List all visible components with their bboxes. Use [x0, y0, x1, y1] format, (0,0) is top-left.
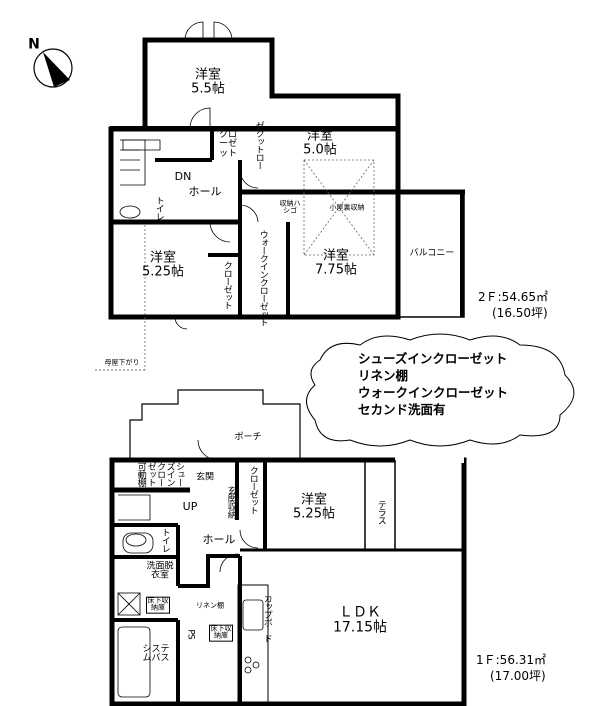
balcony [397, 191, 465, 318]
ladder-storage: 収納ハシゴ [279, 199, 301, 215]
terrace-label: テラス [375, 500, 386, 524]
floor2-area: 2Ｆ:54.65㎡(16.50坪) [478, 290, 548, 321]
toilet-2f: トイレ [153, 196, 164, 220]
movable-shelf: 可動棚 [135, 462, 146, 486]
area-tsubo: (17.00坪) [490, 668, 546, 683]
balcony-label: バルコニー [409, 248, 455, 259]
area-sqm: 1Ｆ:56.31㎡ [476, 653, 547, 667]
hall-1f: ホール [202, 533, 236, 547]
roof-below-label: 母屋下がり [104, 358, 140, 367]
shoes-in-closet: シューズインクローゼット [145, 462, 184, 486]
callout-line: セカンド洗面有 [358, 402, 446, 417]
closet-2f-3: クローゼット [221, 261, 232, 309]
room-name: 洋室 [322, 248, 350, 264]
callout-cloud [306, 333, 575, 447]
callout-line: ウォークインクローゼット [358, 385, 509, 400]
callout-features: シューズインクローゼットリネン棚ウォークインクローゼットセカンド洗面有 [358, 350, 508, 418]
room-size: 5.25帖 [293, 506, 335, 521]
entrance-label: 玄関 [195, 472, 215, 483]
attic-marks [144, 159, 375, 370]
callout-line: シューズインクローゼット [358, 351, 508, 366]
stairs-2f [120, 139, 146, 186]
area-tsubo: (16.50坪) [492, 305, 548, 320]
ps-label: PS [185, 629, 196, 639]
closet-1f: クローゼット [247, 466, 258, 514]
room-name: 洋室 [194, 67, 221, 83]
floor1-walls [109, 389, 467, 706]
compass-icon [33, 48, 73, 88]
room-name: 洋室 [149, 250, 177, 266]
compass-north-label: N [28, 36, 40, 53]
room-name: 洋室 [300, 492, 328, 508]
dn-label: DN [174, 170, 192, 184]
hall-2f: ホール [188, 185, 222, 199]
underfloor-storage-1: 床下収納庫 [146, 596, 170, 614]
up-label: UP [182, 500, 198, 514]
room-size: 17.15帖 [332, 619, 388, 635]
porch-label: ポーチ [234, 432, 262, 443]
attic-storage: 小屋裏収納 [329, 203, 365, 212]
cupboard-label: カップボード [261, 594, 272, 642]
room-size: 5.0帖 [303, 142, 337, 157]
callout-line: リネン棚 [358, 368, 409, 383]
underfloor-storage-2: 床下収納庫 [209, 624, 233, 642]
room-size: 5.5帖 [191, 81, 225, 96]
fixtures [117, 139, 264, 698]
room-name: ＬＤＫ [339, 604, 381, 621]
area-sqm: 2Ｆ:54.65㎡ [478, 290, 549, 304]
washroom-label: 洗面脱衣室 [146, 561, 174, 581]
toilet-1f: トイレ [159, 528, 170, 552]
entrance-storage: 玄関収納 [225, 486, 236, 518]
room-size: 7.75帖 [315, 262, 357, 277]
doors [174, 21, 259, 573]
closet-2f-1: クローゼット [218, 129, 237, 159]
linen-shelf: リネン棚 [196, 601, 224, 610]
floor2-walls [108, 37, 465, 320]
walkin-closet-2f: ウォークインクローゼット [257, 230, 268, 326]
room-name: 洋室 [306, 128, 333, 144]
room-size: 5.25帖 [142, 264, 184, 279]
closet-2f-2: ゼクットロー [253, 121, 264, 169]
floor1-area: 1Ｆ:56.31㎡(17.00坪) [476, 653, 546, 684]
system-bath: システムバス [142, 644, 170, 664]
